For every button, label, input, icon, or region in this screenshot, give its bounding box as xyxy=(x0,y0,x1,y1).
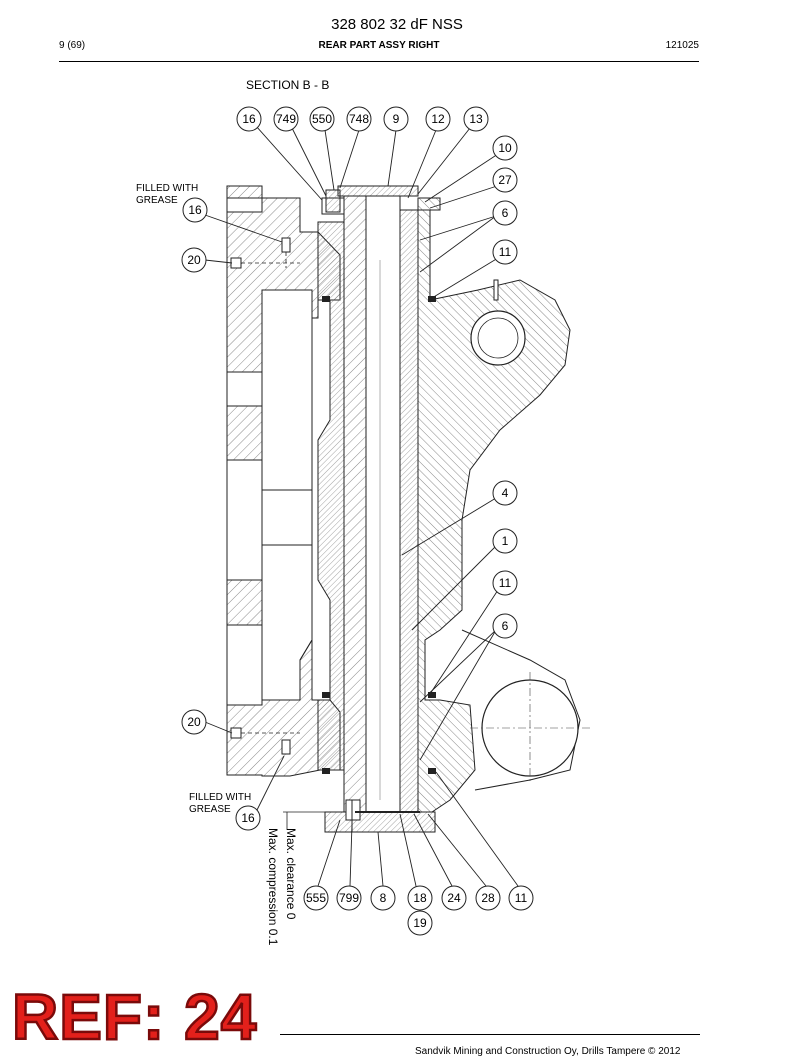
callout-16-top: 16 xyxy=(236,106,262,132)
callout-8: 8 xyxy=(370,885,396,911)
callout-number: 8 xyxy=(380,891,387,905)
callout-555: 555 xyxy=(303,885,329,911)
callout-number: 16 xyxy=(241,811,255,825)
callout-number: 27 xyxy=(498,173,512,187)
callout-4: 4 xyxy=(492,480,518,506)
callout-24: 24 xyxy=(441,885,467,911)
clearance-note: Max. clearance 0 xyxy=(284,828,298,920)
callout-9: 9 xyxy=(383,106,409,132)
callout-number: 10 xyxy=(498,141,512,155)
callout-number: 555 xyxy=(306,891,326,905)
sleeve-left xyxy=(317,221,345,771)
callout-number: 19 xyxy=(413,916,427,930)
callout-11-mid: 11 xyxy=(492,570,518,596)
callout-11-bottom: 11 xyxy=(508,885,534,911)
callout-799: 799 xyxy=(336,885,362,911)
drawing-code: 121025 xyxy=(665,40,699,51)
callout-16-bottom: 16 xyxy=(235,805,261,831)
callout-number: 12 xyxy=(431,112,445,126)
callout-28: 28 xyxy=(475,885,501,911)
callout-number: 749 xyxy=(276,112,296,126)
callout-6-bottom: 6 xyxy=(492,613,518,639)
callout-11-top: 11 xyxy=(492,239,518,265)
callout-number: 9 xyxy=(393,112,400,126)
callout-number: 1 xyxy=(502,534,509,548)
callout-number: 24 xyxy=(447,891,461,905)
sleeve-right xyxy=(399,209,419,813)
callout-number: 6 xyxy=(502,619,509,633)
footer-copyright: Sandvik Mining and Construction Oy, Dril… xyxy=(415,1046,681,1057)
callout-number: 18 xyxy=(413,891,427,905)
callout-number: 11 xyxy=(515,891,528,905)
leader-lines xyxy=(204,125,519,887)
callout-number: 16 xyxy=(188,203,202,217)
right-lug xyxy=(417,209,590,813)
compression-note: Max. compression 0.1 xyxy=(266,828,280,946)
callout-number: 16 xyxy=(242,112,256,126)
callout-number: 799 xyxy=(339,891,359,905)
callout-16-left: 16 xyxy=(182,197,208,223)
top-cap xyxy=(321,185,441,215)
callout-number: 4 xyxy=(502,486,509,500)
clearance-notes: Max. clearance 0 Max. compression 0.1 xyxy=(266,828,298,946)
left-housing xyxy=(226,185,341,777)
section-label: SECTION B - B xyxy=(246,78,330,92)
callout-550: 550 xyxy=(309,106,335,132)
callout-20-top: 20 xyxy=(181,247,207,273)
grease-channels xyxy=(241,252,300,734)
page-number: 9 (69) xyxy=(59,40,86,51)
callout-number: 20 xyxy=(187,715,201,729)
header-row: 9 (69) REAR PART ASSY RIGHT 121025 xyxy=(59,40,699,56)
central-pin xyxy=(343,195,401,813)
callout-number: 11 xyxy=(499,245,512,259)
callout-number: 11 xyxy=(499,576,512,590)
callout-27: 27 xyxy=(492,167,518,193)
footer-divider xyxy=(280,1034,700,1035)
grease-note-bottom: FILLED WITH GREASE xyxy=(189,792,252,815)
callout-number: 28 xyxy=(481,891,495,905)
callout-19: 19 xyxy=(407,910,433,936)
callout-number: 13 xyxy=(469,112,483,126)
callout-6-top: 6 xyxy=(492,200,518,226)
callout-10: 10 xyxy=(492,135,518,161)
callout-number: 6 xyxy=(502,206,509,220)
callout-20-bottom: 20 xyxy=(181,709,207,735)
callout-13: 13 xyxy=(463,106,489,132)
callout-749: 749 xyxy=(273,106,299,132)
drawing-name: REAR PART ASSY RIGHT xyxy=(318,40,440,51)
callout-18: 18 xyxy=(407,885,433,911)
bottom-cap xyxy=(324,799,436,833)
ref-stamp: REF: 24 xyxy=(11,981,258,1053)
header-divider xyxy=(59,61,699,62)
callout-12: 12 xyxy=(425,106,451,132)
callout-1: 1 xyxy=(492,528,518,554)
callout-number: 20 xyxy=(187,253,201,267)
document-title: 328 802 32 dF NSS xyxy=(331,16,463,33)
grease-note-top: FILLED WITH GREASE xyxy=(136,183,199,206)
callouts: 16 749 550 748 9 12 13 10 27 6 11 16 20 … xyxy=(181,106,534,936)
callout-number: 550 xyxy=(312,112,332,126)
callout-number: 748 xyxy=(349,112,369,126)
clearance-dimension xyxy=(283,811,330,830)
callout-748: 748 xyxy=(346,106,372,132)
